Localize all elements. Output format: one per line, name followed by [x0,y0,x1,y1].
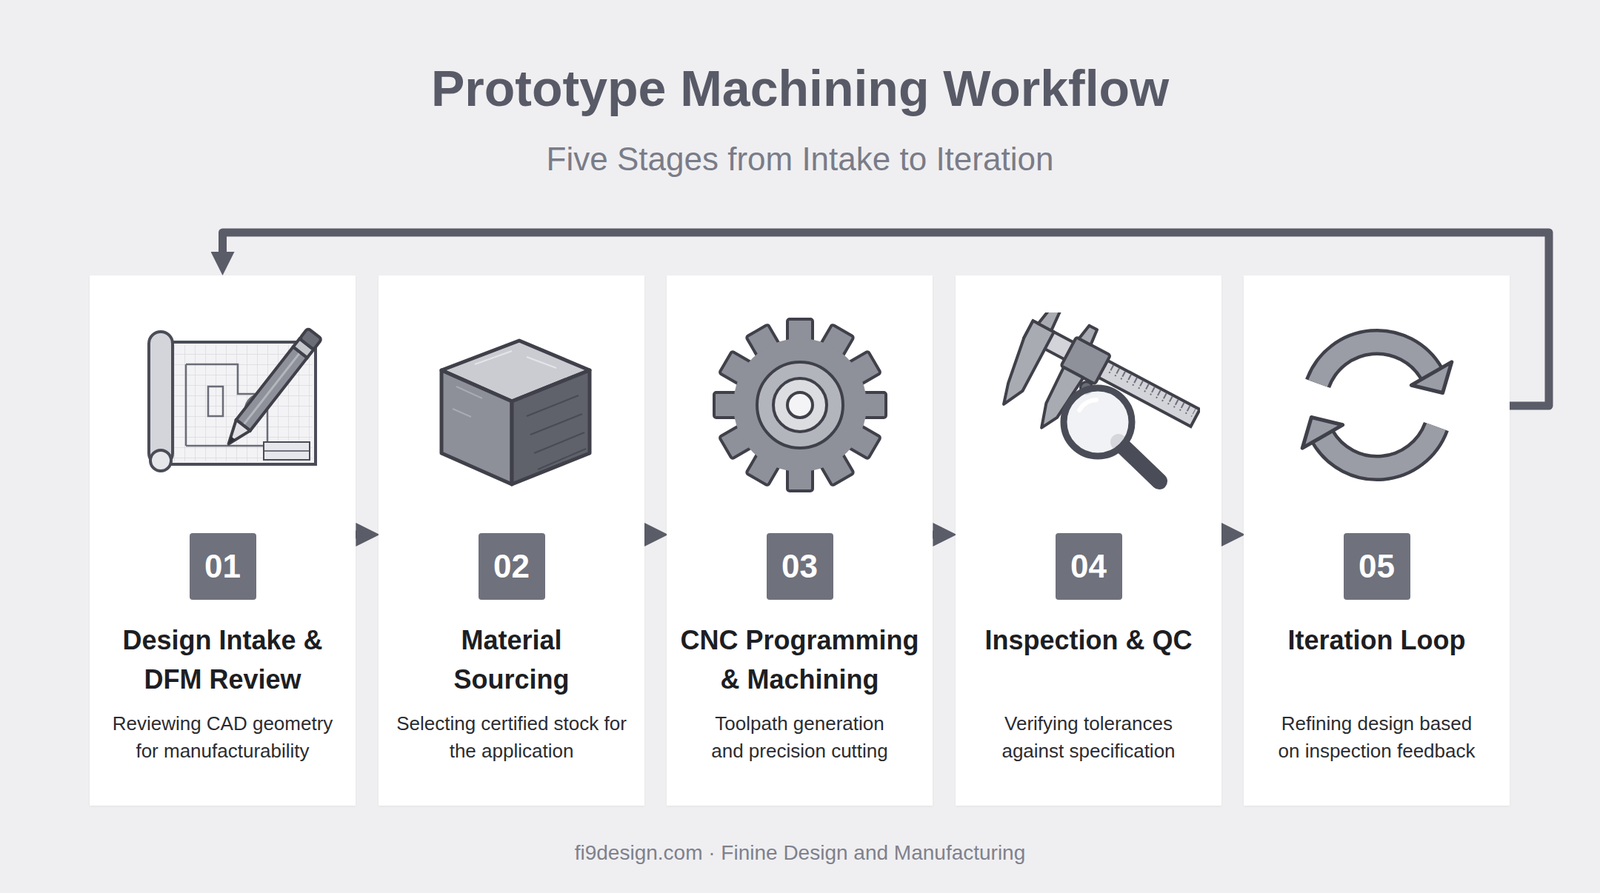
flow-arrow [644,531,654,540]
icon-part [787,392,813,418]
icon-part [1079,400,1097,411]
icon-part [452,386,483,418]
icon-part [474,351,557,369]
icon-part [1063,388,1132,457]
card-body: Selecting certified stock for the applic… [393,710,631,766]
icon-part [163,342,316,465]
process-card: Material SourcingSelecting certified sto… [378,275,645,806]
icon-part [757,362,843,449]
step-number: 02 [493,550,530,583]
footer-text: fi9design.com · Finine Design and Manufa… [0,841,1600,866]
icon-part [441,370,512,485]
icon-part [1302,417,1343,449]
icon-part [1317,342,1432,384]
subtitle-text: Five Stages from Intake to Iteration [0,140,1600,178]
iteration-icon [1265,312,1489,498]
icon-part [299,328,322,350]
icon-part [263,442,310,460]
card-body: Reviewing CAD geometry for manufacturabi… [98,710,347,766]
icon-part [1317,342,1432,384]
step-number: 04 [1070,550,1107,583]
icon-part [166,345,313,462]
icon-part [733,338,867,472]
step-badge: 04 [1055,533,1123,600]
step-number: 01 [204,550,241,583]
icon-part [511,370,590,485]
step-badge: 05 [1343,533,1411,600]
icon-part [1037,312,1063,331]
flow-arrow [932,531,942,540]
icon-part [148,331,173,466]
icon-part [990,312,1200,490]
card-heading: Iteration Loop [1248,620,1505,700]
icon-part [150,450,172,472]
gear-icon [688,312,912,498]
card-heading: Material Sourcing [408,620,616,700]
icon-part [1078,324,1098,346]
process-card: Iteration LoopRefining design based on i… [1243,275,1510,806]
icon-part [773,378,827,432]
card-body: Toolpath generation and precision cuttin… [701,710,898,766]
caliper-icon [977,312,1200,498]
icon-part [221,328,322,450]
step-badge: 01 [189,533,257,600]
stock-block-icon [400,312,623,498]
diagram-title: Prototype Machining Workflow [0,59,1600,118]
step-badge: 03 [766,533,834,600]
blueprint-icon [111,312,335,498]
step-number: 03 [781,550,818,583]
step-badge: 02 [478,533,546,600]
card-heading: Inspection & QC [960,620,1217,700]
icon-part [263,450,310,452]
icon-part [235,346,307,431]
card-body: Verifying tolerances against specificati… [977,710,1200,766]
icon-part [734,340,866,471]
icon-part [526,395,586,470]
icon-part [243,353,299,424]
process-card: CNC Programming & MachiningToolpath gene… [666,275,933,806]
flow-arrow [1221,531,1231,540]
icon-part [225,436,235,446]
flow-arrow [355,531,365,540]
icon-part [1411,362,1452,394]
icon-part [991,320,1055,409]
card-heading: CNC Programming & Machining [671,620,928,700]
process-card: Design Intake & DFM ReviewReviewing CAD … [89,275,356,806]
icon-part [1322,426,1437,469]
step-number: 05 [1358,550,1395,583]
process-card: Inspection & QC Verifying tolerances agai… [955,275,1222,806]
icon-part [714,319,886,492]
icon-part [1322,426,1437,469]
icon-part [221,420,251,450]
card-body: Refining design based on inspection feed… [1273,710,1481,766]
card-heading: Design Intake & DFM Review [115,620,331,700]
